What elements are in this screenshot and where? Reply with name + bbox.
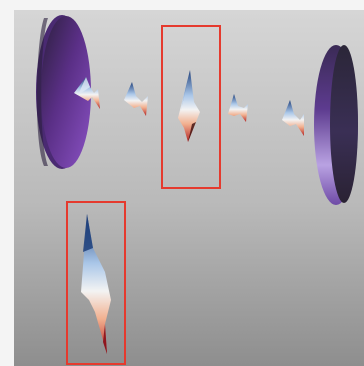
pulse-2 <box>124 82 148 116</box>
left-disc <box>36 15 91 169</box>
pulse-1 <box>74 77 100 109</box>
pulse-3 <box>178 70 200 142</box>
zoom-inset-box <box>66 201 126 365</box>
pulse-5 <box>282 100 304 136</box>
zoomed-pulse <box>81 214 111 354</box>
pulse-4 <box>228 94 248 122</box>
right-disc <box>314 45 358 205</box>
highlight-box <box>161 25 221 189</box>
